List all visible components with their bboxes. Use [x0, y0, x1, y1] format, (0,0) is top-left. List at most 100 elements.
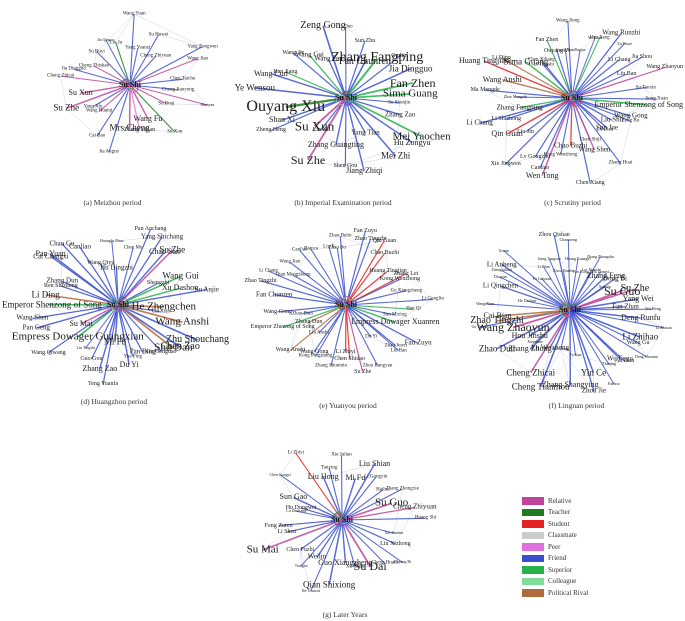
person-node-label: Zhang Dun [295, 319, 323, 326]
center-hub-mark [574, 97, 579, 102]
relationship-edge [496, 309, 571, 322]
relationship-edge [117, 288, 207, 306]
legend-label: Teacher [548, 508, 571, 517]
relationship-edge [328, 246, 347, 306]
person-node-label: Li Chang [259, 268, 278, 274]
person-node-label: Fan Zuyu [353, 228, 377, 235]
legend-item: Student [522, 518, 632, 530]
person-node-label: Wu Fugu [606, 354, 633, 363]
center-hub-mark [560, 303, 571, 314]
person-node-label: Huang Tingjian [459, 56, 510, 66]
person-node-label: Zhao Tingzhi [244, 277, 277, 284]
neighbour-edge [292, 249, 312, 276]
person-node-label: Kong Wenzhong [379, 276, 421, 283]
person-node-label: Hu Zongyi [591, 268, 610, 274]
person-node-label: Chanmeng [559, 236, 577, 242]
neighbour-edge [637, 337, 641, 343]
relationship-edge [308, 304, 347, 323]
relationship-edge [80, 304, 119, 325]
neighbour-edge [395, 299, 433, 323]
relationship-edge [92, 84, 131, 108]
legend-label: Peer [548, 542, 561, 551]
person-node-label: Fazhou [607, 380, 620, 386]
relationship-edge [79, 247, 119, 306]
center-node-label: Su Shi [334, 93, 358, 102]
relationship-edge [569, 309, 626, 362]
relationship-edge [569, 309, 647, 358]
neighbour-edge [290, 313, 303, 351]
relationship-edge [117, 247, 134, 306]
neighbour-edge [158, 34, 203, 47]
relationship-edge [315, 304, 347, 357]
person-node-label: Zhang Shunmin [314, 363, 348, 369]
neighbour-edge [590, 163, 621, 184]
neighbour-edge [399, 102, 401, 115]
person-node-label: Zhang Dun [46, 276, 79, 285]
person-node-label: Qian Shixiong [302, 579, 356, 590]
person-node-label: Chen Gongyi [269, 471, 291, 477]
relationship-edge [525, 97, 573, 133]
relationship-edge [496, 309, 571, 350]
person-node-label: Guo Gou [80, 356, 103, 363]
person-node-label: Su Dai [353, 559, 387, 574]
relationship-edge [268, 270, 347, 306]
person-node-label: Fan Chunren [338, 56, 391, 68]
person-node-label: Wang Qiwang [31, 349, 66, 356]
neighbour-edge [335, 132, 366, 145]
person-node-label: Su Guo [375, 496, 409, 509]
relationship-edge [562, 270, 571, 311]
person-node-label: Ouyang Bi [393, 559, 412, 565]
center-hub-mark [336, 297, 347, 308]
center-hub-mark [336, 94, 347, 105]
relationship-edge [318, 304, 347, 333]
relationship-edge [345, 40, 366, 99]
legend-item: Teacher [522, 507, 632, 519]
person-node-label: Huang Kuangyi [565, 256, 591, 262]
person-node-label: Jia Dingguo [388, 63, 433, 74]
person-node-label: Zeng Bu [621, 118, 640, 124]
person-node-label: Zhang Zao [384, 110, 416, 119]
neighbour-edge [484, 60, 527, 63]
person-node-label: Liu Jin [517, 128, 534, 135]
relationship-edge [515, 96, 573, 99]
legend-label: Relative [548, 496, 572, 505]
person-node-label: Yang Wei [622, 293, 654, 303]
person-node-label: Teng Yuanfa [87, 381, 119, 388]
network-edges [479, 234, 664, 392]
relationship-edge [341, 519, 347, 563]
neighbour-edge [61, 243, 81, 248]
person-node-label: Xie Jinshen [384, 530, 404, 536]
person-node-label: Huang Shi [414, 515, 437, 521]
relationship-edge [129, 84, 208, 106]
relationship-edge [344, 97, 347, 167]
person-node-label: Chao Buzhi [554, 141, 588, 150]
person-node-label: Zhang Shangying [541, 380, 599, 390]
relationship-edge [330, 304, 347, 367]
relationship-edge [279, 474, 343, 521]
relationship-edge [45, 294, 119, 306]
person-node-label: Xie Jingwen [490, 161, 521, 168]
relationship-edge [262, 519, 343, 551]
neighbour-edge [293, 52, 310, 56]
center-hub-mark [336, 302, 347, 313]
relationship-edge [299, 519, 343, 551]
relationship-edge [274, 294, 347, 306]
relationship-edge [571, 97, 621, 164]
person-node-label: Shu Dan [154, 341, 193, 354]
person-node-label: Ge Yanzhi [471, 324, 489, 330]
relationship-edge [539, 309, 571, 387]
neighbour-edge [163, 276, 181, 308]
person-node-label: Liu Ban [390, 348, 407, 354]
relationship-edge [569, 309, 610, 365]
person-node-label: Sun Zhu [354, 37, 376, 44]
relationship-edge [117, 304, 181, 348]
relationship-edge [277, 304, 347, 313]
neighbour-edge [535, 145, 571, 158]
legend-label: Superior [548, 565, 573, 574]
person-node-label: Sun Mixing [382, 312, 407, 318]
relationship-edge [341, 519, 394, 534]
relationship-edge [129, 84, 167, 105]
relationship-edge [129, 55, 157, 86]
person-node-label: Cheng Zhiyuan [140, 53, 172, 59]
